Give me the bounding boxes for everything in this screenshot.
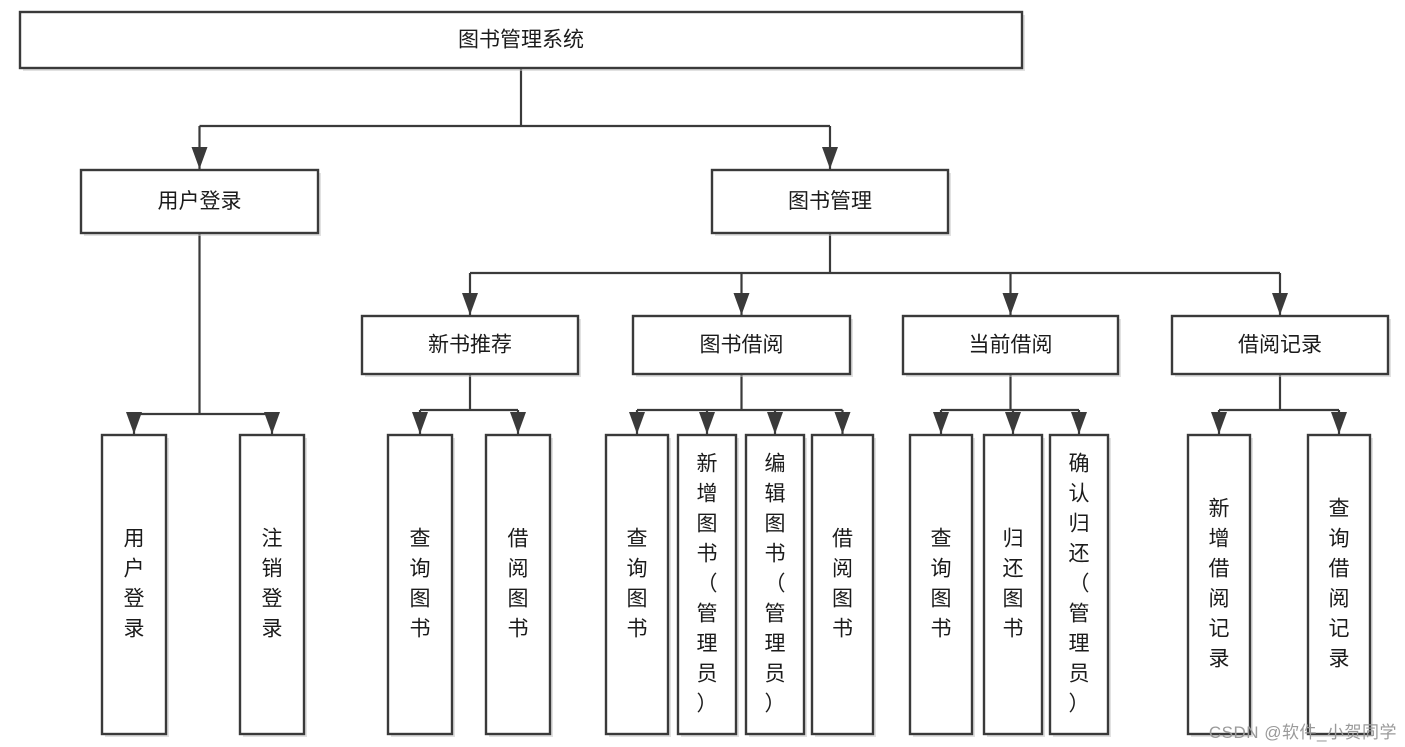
node-leaf-label: 查询图书 <box>410 528 431 641</box>
node-leaf-label: 确认归还（管理员） <box>1069 453 1090 716</box>
node-level3-label: 当前借阅 <box>969 334 1053 357</box>
node-leaf-user-login-0[interactable]: 用户登录 <box>100 433 169 737</box>
arrow-head-icon <box>1071 412 1087 434</box>
arrow-head-icon <box>412 412 428 434</box>
arrow-head-icon <box>510 412 526 434</box>
arrow-head-icon <box>191 147 208 169</box>
node-leaf-label: 新增图书（管理员） <box>697 453 718 716</box>
box-outline <box>908 433 974 736</box>
box-outline <box>631 314 852 376</box>
node-leaf-current-borrow-0[interactable]: 查询图书 <box>908 433 975 737</box>
node-leaf-label: 查询图书 <box>931 528 952 641</box>
arrow-head-icon <box>822 147 838 169</box>
box-outline <box>901 314 1120 376</box>
node-root-book-management-system[interactable]: 图书管理系统 <box>18 10 1025 71</box>
arrow-head-icon <box>1005 412 1021 434</box>
node-root-label: 图书管理系统 <box>458 29 584 52</box>
box-outline <box>810 433 875 736</box>
arrow-head-icon <box>264 412 280 434</box>
node-leaf-borrow-record-0[interactable]: 新增借阅记录 <box>1186 433 1253 737</box>
node-layer: 图书管理系统用户登录图书管理新书推荐图书借阅当前借阅借阅记录用户登录注销登录查询… <box>18 10 1391 737</box>
arrow-head-icon <box>834 412 851 434</box>
node-leaf-label: 借阅图书 <box>508 528 529 641</box>
arrow-head-icon <box>126 412 142 434</box>
box-outline <box>360 314 580 376</box>
node-leaf-user-login-1[interactable]: 注销登录 <box>238 433 307 737</box>
node-level2-user-login[interactable]: 用户登录 <box>79 168 321 236</box>
node-leaf-label: 新增借阅记录 <box>1209 498 1230 671</box>
node-leaf-new-book-recommend-0[interactable]: 查询图书 <box>386 433 455 737</box>
connector-layer <box>126 68 1347 434</box>
node-leaf-new-book-recommend-1[interactable]: 借阅图书 <box>484 433 553 737</box>
node-level2-book-management[interactable]: 图书管理 <box>710 168 951 236</box>
watermark-label: CSDN @软件_小贺同学 <box>1208 723 1397 742</box>
arrow-head-icon <box>933 412 949 434</box>
node-leaf-book-borrow-0[interactable]: 查询图书 <box>604 433 671 737</box>
arrow-head-icon <box>767 412 783 434</box>
box-outline <box>710 168 950 235</box>
node-level3-label: 图书借阅 <box>700 334 784 357</box>
node-level2-label: 用户登录 <box>158 190 242 213</box>
box-outline <box>982 433 1044 736</box>
node-leaf-label: 查询图书 <box>627 528 648 641</box>
arrow-head-icon <box>1272 293 1288 315</box>
box-outline <box>100 433 168 736</box>
node-level3-label: 新书推荐 <box>428 334 512 357</box>
node-level3-label: 借阅记录 <box>1238 334 1322 357</box>
node-leaf-borrow-record-1[interactable]: 查询借阅记录 <box>1306 433 1373 737</box>
arrow-head-icon <box>462 293 478 315</box>
node-leaf-book-borrow-1[interactable]: 新增图书（管理员） <box>676 433 739 737</box>
node-level3-new-book-recommend[interactable]: 新书推荐 <box>360 314 581 377</box>
box-outline <box>18 10 1024 70</box>
node-leaf-label: 编辑图书（管理员） <box>765 453 786 716</box>
node-leaf-label: 用户登录 <box>124 528 145 641</box>
node-leaf-label: 查询借阅记录 <box>1329 498 1350 671</box>
box-outline <box>1048 433 1110 736</box>
arrow-head-icon <box>1211 412 1227 434</box>
box-outline <box>484 433 552 736</box>
arrow-head-icon <box>629 412 645 434</box>
node-leaf-book-borrow-2[interactable]: 编辑图书（管理员） <box>744 433 807 737</box>
arrow-head-icon <box>1002 293 1019 315</box>
box-outline <box>79 168 320 235</box>
node-leaf-label: 借阅图书 <box>832 528 853 641</box>
box-outline <box>1186 433 1252 736</box>
node-leaf-book-borrow-3[interactable]: 借阅图书 <box>810 433 876 737</box>
node-level3-current-borrow[interactable]: 当前借阅 <box>901 314 1121 377</box>
node-level3-borrow-record[interactable]: 借阅记录 <box>1170 314 1391 377</box>
arrow-head-icon <box>699 412 715 434</box>
node-leaf-label: 归还图书 <box>1003 528 1024 641</box>
arrow-head-icon <box>733 293 750 315</box>
box-outline <box>604 433 670 736</box>
arrow-head-icon <box>1331 412 1347 434</box>
box-outline <box>676 433 738 736</box>
box-outline <box>238 433 306 736</box>
node-leaf-label: 注销登录 <box>262 528 283 641</box>
box-outline <box>1170 314 1390 376</box>
box-outline <box>386 433 454 736</box>
box-outline <box>1306 433 1372 736</box>
node-level3-book-borrow[interactable]: 图书借阅 <box>631 314 853 377</box>
box-outline <box>744 433 806 736</box>
node-leaf-current-borrow-2[interactable]: 确认归还（管理员） <box>1048 433 1111 737</box>
node-leaf-current-borrow-1[interactable]: 归还图书 <box>982 433 1045 737</box>
node-level2-label: 图书管理 <box>788 190 872 213</box>
